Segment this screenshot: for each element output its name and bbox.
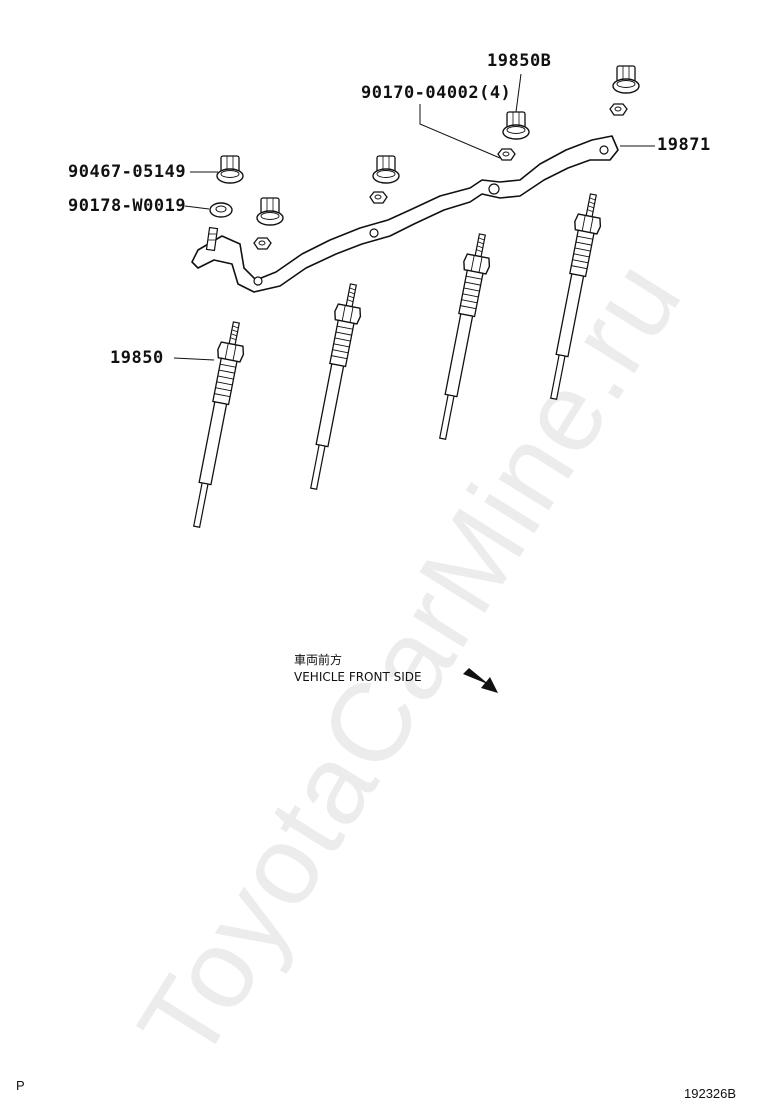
terminal-stud xyxy=(205,226,219,252)
footer-mark: P xyxy=(16,1078,25,1093)
connector-cap-icon xyxy=(502,111,530,140)
connector-cap-icon xyxy=(256,197,284,226)
busbar-shape xyxy=(191,135,619,293)
callout-19850b: 19850B xyxy=(487,51,552,71)
front-side-jp-label: 車両前方 xyxy=(294,653,343,667)
callout-busbar: 19871 xyxy=(657,135,711,155)
front-side-en-label: VEHICLE FRONT SIDE xyxy=(294,670,422,684)
nut-icon xyxy=(369,191,388,204)
glow-plug-icon xyxy=(540,191,607,402)
connector-cap-icon xyxy=(372,155,400,184)
leader-lines xyxy=(173,73,655,361)
callout-glow-plug: 19850 xyxy=(110,348,164,368)
nut-icon xyxy=(609,103,628,116)
glow-plug-icon xyxy=(183,319,250,530)
callout-washer: 90178-W0019 xyxy=(68,196,187,216)
glow-plug-icon xyxy=(300,281,367,492)
nut-icon xyxy=(497,148,516,161)
connector-cap-icon xyxy=(216,155,244,184)
glow-plug-icon xyxy=(429,231,496,442)
nut-icon xyxy=(253,237,272,250)
callout-connector: 90467-05149 xyxy=(68,162,187,182)
callout-nut: 90170-04002(4) xyxy=(361,83,512,103)
arrow-down-right-icon xyxy=(463,668,498,693)
washer-icon xyxy=(209,202,233,218)
illustration-number: 192326B xyxy=(684,1086,737,1101)
connector-cap-icon xyxy=(612,65,640,94)
